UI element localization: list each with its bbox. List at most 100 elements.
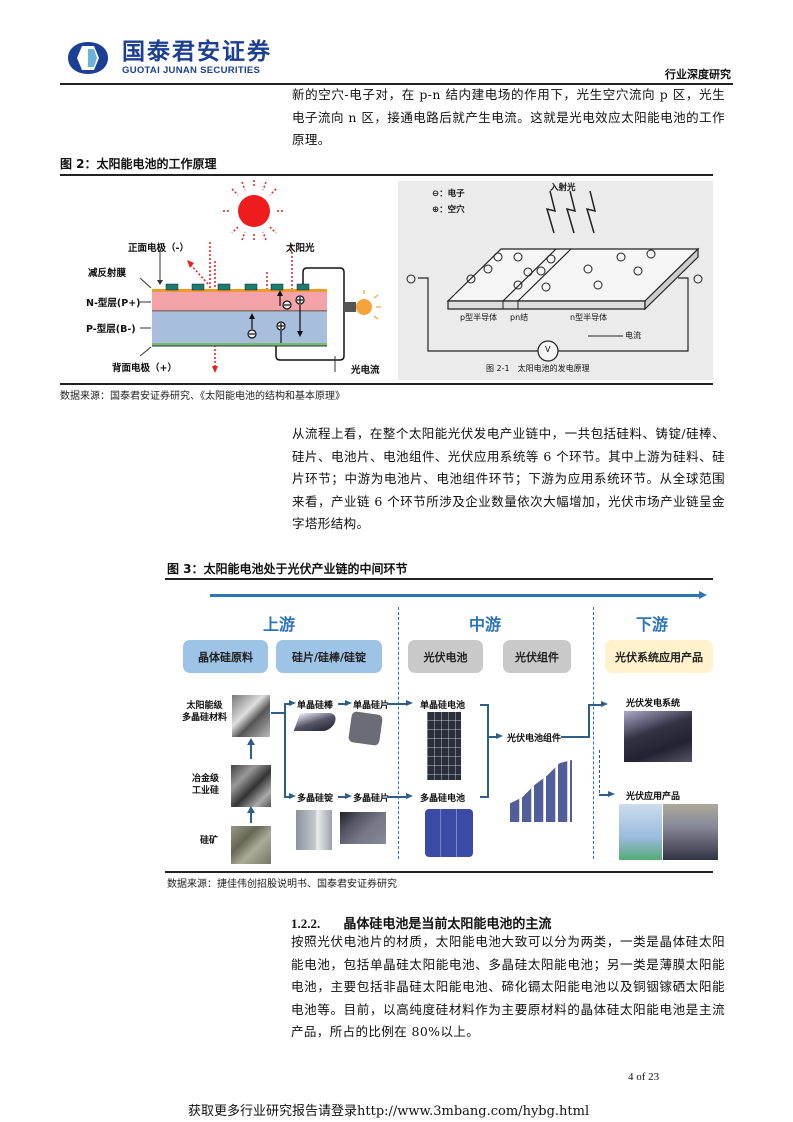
label-front-electrode: 正面电极（-）	[128, 243, 189, 254]
header-divider	[60, 83, 733, 85]
flow-arrow-head-icon	[699, 591, 707, 599]
section-title: 晶体硅电池是当前太阳能电池的主流	[343, 917, 552, 932]
section-body: 按照光伏电池片的材质，太阳能电池大致可以分为两类，一类是晶体硅太阳能电池，包括单…	[291, 934, 725, 1039]
arrow-right-icon	[345, 793, 352, 799]
label-metallurgical-silicon: 冶金级 工业硅	[192, 774, 220, 796]
split-bottom	[599, 794, 609, 796]
chain-paragraph: 从流程上看，在整个太阳能光伏发电产业链中，一共包括硅料、铸锭/硅棒、硅片、电池片…	[292, 426, 725, 531]
arrow-right-icon	[406, 700, 413, 706]
report-type: 行业深度研究	[665, 68, 731, 81]
photo-mono-cell	[427, 712, 461, 780]
label-poly-wafer: 多晶硅片	[353, 794, 390, 804]
logo-english-name: GUOTAI JUNAN SECURITIES	[122, 65, 261, 76]
label-incident-light: 入射光	[550, 183, 576, 193]
stage-divider-1	[398, 607, 399, 859]
stage-downstream: 下游	[636, 615, 669, 634]
label-photocurrent: 光电流	[351, 365, 380, 376]
photo-industrial-silicon	[231, 765, 271, 807]
stage-divider-2	[593, 607, 594, 859]
arrow-line	[338, 796, 346, 798]
label-current: 电流	[625, 331, 641, 340]
arrow-right-icon	[406, 793, 413, 799]
label-n-layer: N-型层(P+)	[86, 298, 141, 309]
box-wafer-rod-ingot: 硅片/硅棒/硅锭	[276, 640, 382, 673]
figure3-source: 数据来源：捷佳伟创招股说明书、国泰君安证券研究	[167, 879, 397, 890]
arrow-line	[338, 703, 346, 705]
split-top	[588, 704, 602, 706]
label-mono-rod: 单晶硅棒	[297, 701, 334, 711]
flow-arrow-line	[210, 594, 700, 597]
branch-vertical	[284, 703, 286, 798]
merge-vertical	[487, 704, 489, 798]
arrow-right-icon	[608, 791, 615, 797]
label-anti-reflection-film: 减反射膜	[88, 268, 127, 279]
section-number: 1.2.2.	[291, 916, 321, 931]
stage-upstream: 上游	[263, 615, 296, 634]
figure2-title: 图 2：太阳能电池的工作原理	[60, 157, 217, 171]
split-dashed	[599, 750, 600, 793]
label-solar-grade-polysilicon: 太阳能级 多晶硅材料	[182, 701, 228, 723]
photo-mono-wafer	[347, 710, 384, 747]
figure2-source: 数据来源：国泰君安证券研究、《太阳能电池的结构和基本原理》	[60, 391, 345, 402]
photo-solar-vehicle	[663, 804, 718, 860]
figure3-title: 图 3：太阳能电池处于光伏产业链的中间环节	[167, 562, 408, 576]
industry-chain-diagram: 上游 中游 下游 晶体硅原料 硅片/硅棒/硅锭 光伏电池 光伏组件 光伏系统应用…	[165, 580, 718, 870]
branch-bottom	[284, 796, 290, 798]
photo-pv-modules	[510, 760, 572, 822]
solar-cell-illustration	[139, 180, 381, 373]
merge-bottom	[480, 796, 488, 798]
logo-chinese-name: 国泰君安证券	[122, 39, 272, 65]
figure3-top-rule	[165, 578, 713, 580]
page-number: 4 of 23	[628, 1071, 660, 1083]
legend-electron: ⊖：电子	[432, 189, 465, 199]
section-heading: 1.2.2. 晶体硅电池是当前太阳能电池的主流	[291, 913, 551, 932]
company-logo: 国泰君安证券 GUOTAI JUNAN SECURITIES	[66, 40, 272, 76]
label-poly-ingot: 多晶硅锭	[297, 794, 334, 804]
voltmeter-symbol: V	[545, 345, 551, 354]
arrow-right-icon	[289, 700, 296, 706]
arrow-right-icon	[601, 701, 608, 707]
photo-silicon-ore	[231, 826, 271, 864]
scan-caption: 图 2-1 太阳电池的发电原理	[486, 364, 590, 373]
solar-cell-diagram: 正面电极（-） 太阳光 减反射膜 N-型层(P+) P-型层(B-) 背面电极（…	[60, 176, 395, 380]
figure2-top-rule	[60, 174, 713, 176]
branch-top	[284, 703, 290, 705]
arrow-line	[387, 703, 407, 705]
arrow-line	[387, 796, 407, 798]
photo-solar-streetlight	[619, 804, 662, 860]
label-silicon-ore: 硅矿	[200, 836, 219, 846]
photo-mono-rod	[293, 713, 339, 731]
label-mono-cell: 单晶硅电池	[420, 701, 466, 711]
arrow-right-icon	[289, 793, 296, 799]
logo-mark-icon	[66, 40, 110, 76]
label-p-layer: P-型层(B-)	[86, 324, 136, 335]
arrow-up-icon-1	[247, 738, 255, 745]
box-pv-module: 光伏组件	[503, 640, 571, 673]
photo-poly-ingot	[296, 810, 332, 850]
box-pv-cell: 光伏电池	[408, 640, 483, 673]
arrow-up-line-1	[250, 745, 252, 759]
box-crystalline-silicon: 晶体硅原料	[183, 640, 268, 673]
figure2-bottom-rule	[60, 383, 713, 385]
arrow-up-line-2	[250, 813, 252, 823]
label-pv-application-products: 光伏应用产品	[626, 792, 681, 802]
label-pv-module: 光伏电池组件	[507, 734, 562, 744]
arrow-right-icon	[496, 733, 503, 739]
box-pv-system-products: 光伏系统应用产品	[605, 640, 713, 673]
label-sunlight: 太阳光	[286, 243, 315, 254]
label-pv-power-system: 光伏发电系统	[626, 699, 681, 709]
merge-top	[480, 704, 488, 706]
label-poly-cell: 多晶硅电池	[420, 794, 466, 804]
footer-link[interactable]: 获取更多行业研究报告请登录http://www.3mbang.com/hybg.…	[188, 1104, 590, 1119]
stage-midstream: 中游	[469, 615, 502, 634]
power-generation-principle-scan: ⊖：电子 ⊕：空穴 入射光 p型半导体 pn结 n型半导体 电流 V 图 2-1…	[398, 181, 713, 380]
label-pn-junction: pn结	[510, 313, 529, 322]
intro-paragraph: 新的空穴-电子对，在 p-n 结内建电场的作用下，光生空穴流向 p 区，光生电子…	[292, 87, 725, 147]
label-mono-wafer: 单晶硅片	[353, 701, 390, 711]
legend-hole: ⊕：空穴	[432, 205, 465, 215]
label-p-type: p型半导体	[460, 313, 498, 322]
label-back-electrode: 背面电极（+）	[112, 363, 177, 374]
photo-poly-wafer	[340, 812, 386, 844]
label-n-type: n型半导体	[570, 313, 608, 322]
figure3-bottom-rule	[165, 871, 713, 873]
